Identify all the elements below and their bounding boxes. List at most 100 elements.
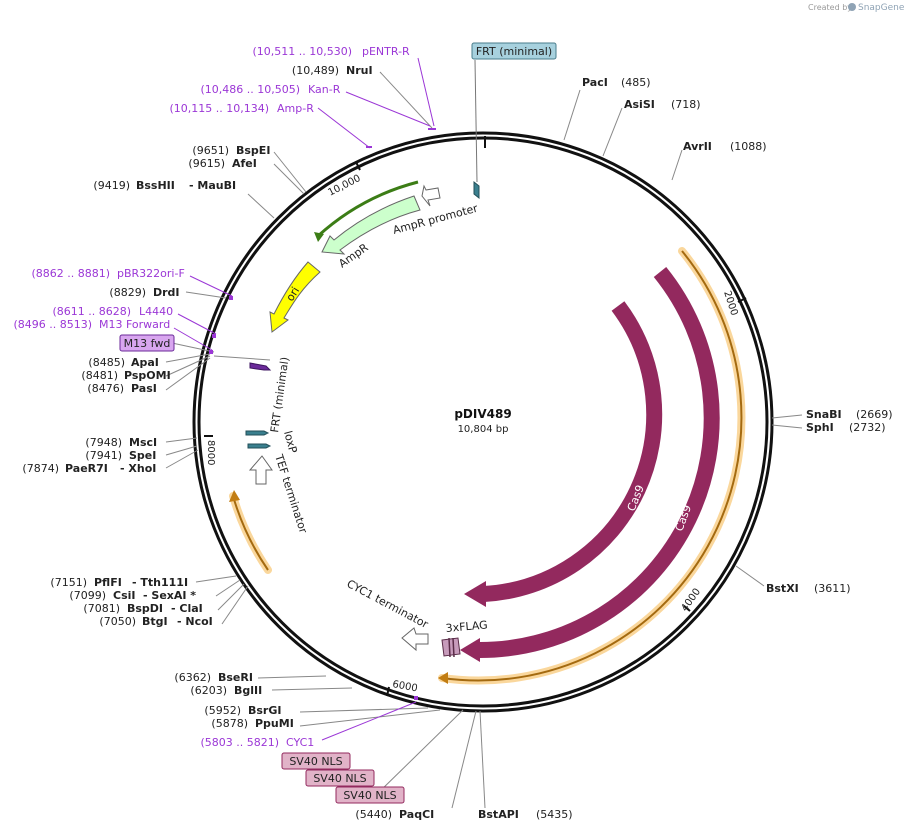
credit-text: Created by (808, 3, 852, 12)
primer-l4440-range: (8611 .. 8628) (52, 305, 131, 318)
primer-kan-r-name: Kan-R (308, 83, 341, 96)
tef-terminator-arrow (248, 455, 273, 485)
flag-feature (441, 637, 461, 657)
site-bspdi-pos: (7081) (83, 602, 120, 615)
site-bspdi-name: BspDI (127, 602, 163, 615)
flag-label: 3xFLAG (445, 618, 488, 635)
orange-feature-right-arrow (438, 672, 448, 684)
site-pspomi-pos: (8481) (81, 369, 118, 382)
site-avrii-pos: (1088) (730, 140, 767, 153)
primer-pbr322-name: pBR322ori-F (117, 267, 185, 280)
site-bstxi-pos: (3611) (814, 582, 851, 595)
primer-amp-r-range: (10,115 .. 10,134) (169, 102, 269, 115)
site-paci-pos: (485) (621, 76, 651, 89)
site-btgi-pos: (7050) (99, 615, 136, 628)
site-bstxi-name: BstXI (766, 582, 799, 595)
primer-kan-r-range: (10,486 .. 10,505) (200, 83, 300, 96)
site-csii-name: CsiI (113, 589, 135, 602)
site-snabi-name: SnaBI (806, 408, 842, 421)
primer-lines (173, 57, 435, 741)
tef-terminator-label: TEF terminator (272, 452, 310, 535)
site-nrui-pos: (10,489) (292, 64, 339, 77)
tick-4000 (683, 605, 691, 612)
site-paqci-pos: (5440) (355, 808, 392, 821)
site-ppumi-pos: (5878) (211, 717, 248, 730)
ampr-feature (321, 195, 421, 255)
orange-feature-left-arrow (229, 490, 240, 502)
sv40-nls-label-2: SV40 NLS (313, 772, 366, 785)
frt-top-marker (473, 180, 480, 200)
tick-label-6000: 6000 (391, 679, 418, 694)
tick-label-8000: 8000 (205, 440, 216, 465)
primer-pbr322-range: (8862 .. 8881) (31, 267, 110, 280)
cas9-outer-arrow (460, 638, 480, 662)
site-bsshii-name: BssHII (136, 179, 175, 192)
site-afei-name: AfeI (232, 157, 257, 170)
site-msci-pos: (7948) (85, 436, 122, 449)
primer-m13-range: (8496 .. 8513) (13, 318, 92, 331)
ori-feature (269, 261, 321, 333)
site-bspei-name: BspEI (236, 144, 270, 157)
green-arrow-feature (316, 180, 419, 238)
site-bsrgi-name: BsrGI (248, 704, 281, 717)
sv40-nls-box-2 (305, 769, 375, 787)
orange-feature-left-core (232, 495, 269, 571)
site-pflfi-name: PflFI (94, 576, 122, 589)
m13-fwd-box (119, 334, 175, 352)
primer-markers (209, 128, 436, 700)
primer-pentr-r-name: pENTR-R (362, 45, 410, 58)
cyc1-terminator-label: CYC1 terminator (345, 577, 431, 631)
site-btgi-name: BtgI (142, 615, 168, 628)
site-avrii-name: AvrII (683, 140, 712, 153)
site-sphi-pos: (2732) (849, 421, 886, 434)
site-nrui-name: NruI (346, 64, 373, 77)
primer-cyc1-name: CYC1 (286, 736, 314, 749)
primer-amp-r-name: Amp-R (277, 102, 314, 115)
site-msci-name: MscI (129, 436, 157, 449)
leader-lines (165, 71, 803, 809)
site-bsshii-pos: (9419) (93, 179, 130, 192)
primer-pentr-r-range: (10,511 .. 10,530) (252, 45, 352, 58)
site-btgi-extra: - NcoI (177, 615, 213, 628)
tick-label-4000: 4000 (679, 587, 703, 614)
site-asisi-pos: (718) (671, 98, 701, 111)
orange-feature-right-core (441, 250, 743, 682)
frt-top-label: FRT (minimal) (476, 45, 552, 58)
primer-cyc1-range: (5803 .. 5821) (200, 736, 279, 749)
site-bglii-name: BglII (234, 684, 262, 697)
ori-label: ori (284, 285, 303, 304)
site-apai-pos: (8485) (88, 356, 125, 369)
site-paer7i-pos: (7874) (22, 462, 59, 475)
orange-feature-left (229, 492, 272, 574)
snapgene-logo-icon (848, 3, 856, 11)
loxp-label: loxP (281, 429, 299, 455)
site-asisi-name: AsiSI (624, 98, 655, 111)
frt-minimal-label: FRT (minimal) (268, 356, 291, 433)
site-paci-name: PacI (582, 76, 608, 89)
site-csii-pos: (7099) (69, 589, 106, 602)
site-drdi-name: DrdI (153, 286, 180, 299)
credit-brand: SnapGene (858, 3, 905, 13)
primer-m13-name: M13 Forward (99, 318, 170, 331)
site-pspomi-name: PspOMI (124, 369, 171, 382)
tick-2000 (737, 297, 747, 303)
site-sphi-name: SphI (806, 421, 834, 434)
frt-top-box (471, 42, 557, 60)
site-pflfi-extra: - Tth111I (132, 576, 188, 589)
site-ppumi-name: PpuMI (255, 717, 294, 730)
sv40-nls-box-1 (281, 752, 351, 770)
tick-10000 (355, 161, 361, 171)
site-spei-name: SpeI (129, 449, 156, 462)
loxp-feature (245, 430, 270, 436)
cas9-inner-arc (483, 301, 663, 602)
site-pasi-name: PasI (131, 382, 157, 395)
site-apai-name: ApaI (131, 356, 159, 369)
site-bspei-pos: (9651) (192, 144, 229, 157)
plasmid-length: 10,804 bp (458, 424, 509, 435)
site-bstapi-pos: (5435) (536, 808, 573, 821)
loxp-feature-2 (247, 443, 272, 449)
site-afei-pos: (9615) (188, 157, 225, 170)
site-bsshii-extra: - MauBI (189, 179, 236, 192)
site-paqci-name: PaqCI (399, 808, 434, 821)
